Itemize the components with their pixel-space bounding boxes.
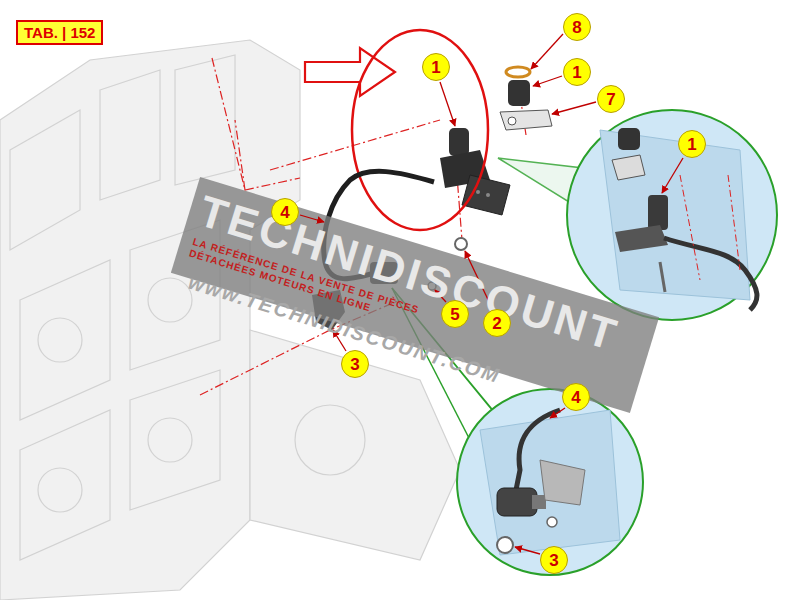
callout-number: 3 — [540, 546, 568, 574]
callout-number: 8 — [563, 13, 591, 41]
callout-number: 1 — [422, 53, 450, 81]
callout-number: 4 — [562, 383, 590, 411]
callout-number: 1 — [678, 130, 706, 158]
callout-number: 3 — [341, 350, 369, 378]
callout-number: 2 — [483, 309, 511, 337]
callout-number: 7 — [597, 85, 625, 113]
callout-number: 5 — [441, 300, 469, 328]
callout-number: 1 — [563, 58, 591, 86]
table-title: TAB. | 152 — [16, 20, 103, 45]
callout-number: 4 — [271, 198, 299, 226]
